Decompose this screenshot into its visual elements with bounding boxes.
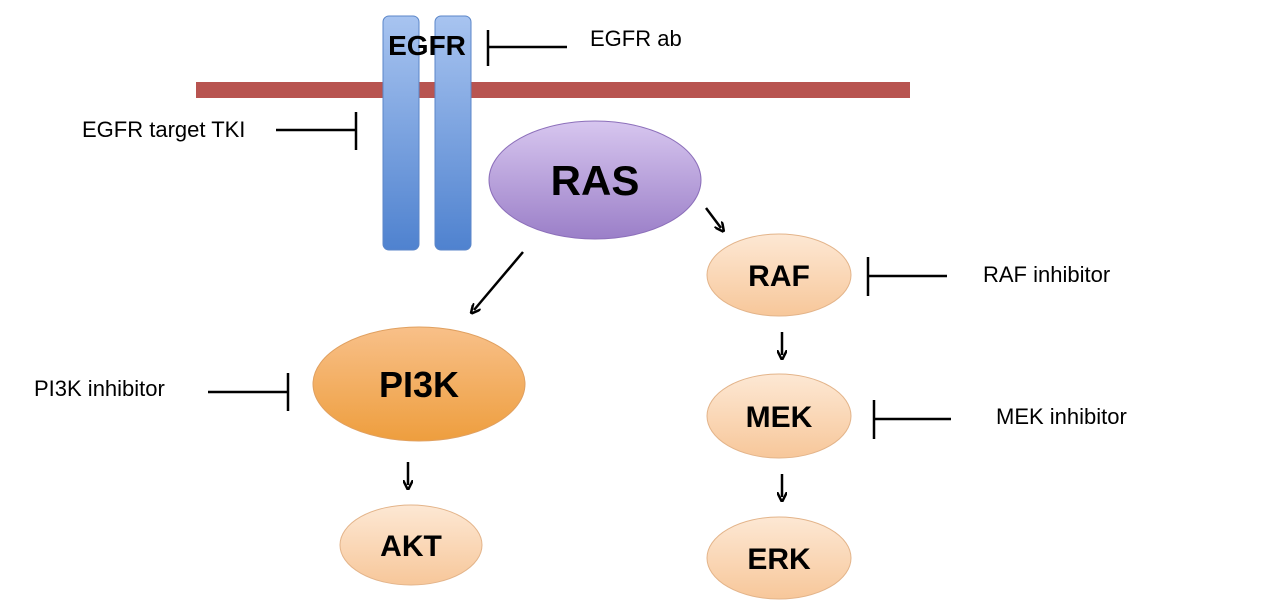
raf-inhibitor-label: RAF inhibitor xyxy=(983,262,1110,287)
akt-label: AKT xyxy=(380,530,442,563)
egfr-tki-label: EGFR target TKI xyxy=(82,117,245,142)
raf-label: RAF xyxy=(748,260,810,293)
egfr-receptor-right xyxy=(434,15,472,251)
raf-node xyxy=(706,233,852,317)
ras-to-pi3k-arrow xyxy=(474,251,524,310)
pi3k-label: PI3K xyxy=(379,364,459,405)
egfr-label: EGFR xyxy=(388,30,466,61)
akt-node xyxy=(339,504,483,586)
pi3k-inhibitor-label: PI3K inhibitor xyxy=(34,376,165,401)
mek-label: MEK xyxy=(746,401,813,434)
egfr-receptor-left xyxy=(382,15,420,251)
ras-label: RAS xyxy=(551,157,640,204)
egfr-ab-label: EGFR ab xyxy=(590,26,682,51)
pi3k-node xyxy=(312,326,526,442)
erk-label: ERK xyxy=(747,543,811,576)
erk-node xyxy=(706,516,852,600)
cell-membrane xyxy=(196,82,910,98)
ras-to-raf-arrow xyxy=(705,207,721,228)
mek-node xyxy=(706,373,852,459)
ras-node xyxy=(488,120,702,240)
mek-inhibitor-label: MEK inhibitor xyxy=(996,404,1127,429)
